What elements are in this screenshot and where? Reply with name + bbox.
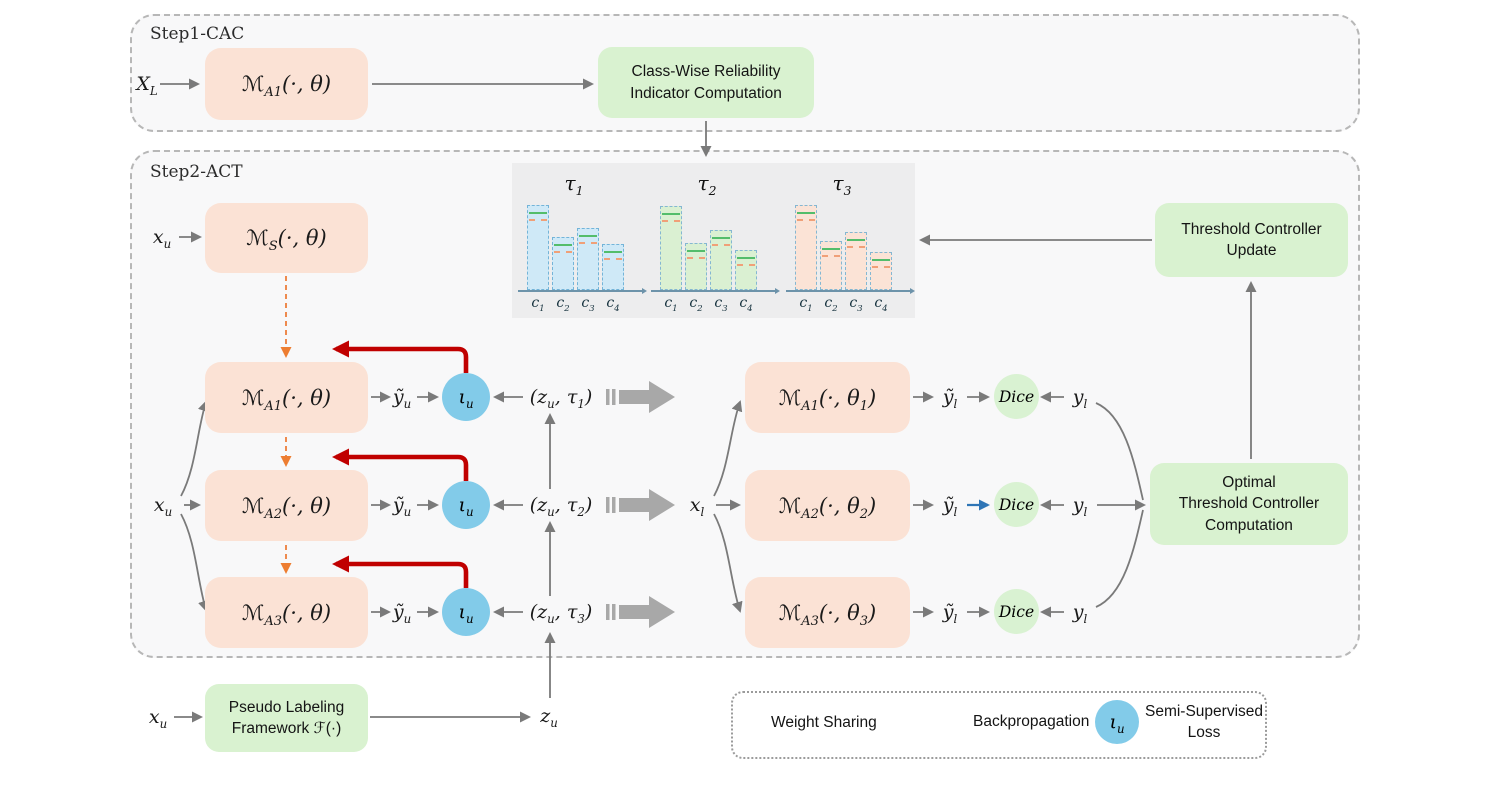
bar-c1 — [527, 205, 549, 290]
bar-c4 — [870, 252, 892, 290]
class-wise-reliability-box: Class-Wise Reliability Indicator Computa… — [598, 47, 814, 118]
chart-title: τ3 — [832, 171, 852, 198]
xl-input-label: XL — [136, 73, 158, 98]
student-model-box: ℳS(·, θ) — [205, 203, 368, 273]
bar-c2 — [552, 237, 574, 290]
pair-label-1: (zu, τ1) — [529, 386, 593, 411]
bar-c3 — [710, 230, 732, 290]
bar-c3 — [845, 232, 867, 290]
step1-label: Step1-CAC — [150, 24, 245, 44]
xu-unlabeled-label: xu — [153, 494, 173, 519]
pair-label-3: (zu, τ3) — [529, 601, 593, 626]
weight-sharing-label: Weight Sharing — [771, 714, 877, 731]
zu-label: zu — [540, 705, 558, 730]
chart-title: τ1 — [564, 171, 584, 198]
bar-c1 — [660, 206, 682, 290]
yl-label-3: yl — [1072, 601, 1088, 626]
loss-circle-3: ιu — [442, 588, 490, 636]
yl-label-1: yl — [1072, 386, 1088, 411]
legend-loss-circle: ιu — [1095, 700, 1139, 744]
bar-c4 — [735, 250, 757, 290]
chart-title: τ2 — [697, 171, 717, 198]
threshold-update-box: Threshold Controller Update — [1155, 203, 1348, 277]
optimal-threshold-box: Optimal Threshold Controller Computation — [1150, 463, 1348, 545]
legend-box — [731, 691, 1267, 759]
tick-label-c3: c3 — [714, 295, 728, 314]
model-box-ma2-theta2: ℳA2(·, θ2) — [745, 470, 910, 541]
pred-yu-label-1: ỹu — [392, 386, 412, 411]
model-box-ma1: ℳA1(·, θ) — [205, 362, 368, 433]
xu-student-label: xu — [152, 226, 172, 251]
dice-circle-2: Dice — [994, 482, 1039, 527]
tick-label-c2: c2 — [824, 295, 838, 314]
yl-label-2: yl — [1072, 494, 1088, 519]
pred-yl-label-1: ỹl — [942, 386, 958, 411]
pair-label-2: (zu, τ2) — [529, 494, 593, 519]
model-box-ma3-theta3: ℳA3(·, θ3) — [745, 577, 910, 648]
chart-x-axis — [651, 288, 780, 294]
bar-c4 — [602, 244, 624, 290]
pseudo-labeling-box: Pseudo Labeling Framework ℱ(·) — [205, 684, 368, 752]
loss-circle-1: ιu — [442, 373, 490, 421]
dice-circle-1: Dice — [994, 374, 1039, 419]
loss-circle-2: ιu — [442, 481, 490, 529]
backprop-label: Backpropagation — [973, 713, 1090, 730]
bar-c2 — [820, 241, 842, 290]
chart-x-axis — [518, 288, 647, 294]
xu-bottom-label: xu — [148, 706, 168, 731]
model-box-ma2: ℳA2(·, θ) — [205, 470, 368, 541]
tick-label-c1: c1 — [531, 295, 545, 314]
tick-label-c2: c2 — [689, 295, 703, 314]
xl-labeled-label: xl — [689, 494, 705, 519]
bar-c3 — [577, 228, 599, 290]
chart-panel: τ1 c1 c2 c3 c4 τ2 c1 c2 c3 c4 τ3 c1 c2 c3 c4 — [512, 163, 915, 318]
tick-label-c1: c1 — [799, 295, 813, 314]
step2-label: Step2-ACT — [150, 162, 243, 182]
bar-c2 — [685, 243, 707, 290]
step1-model-box: ℳA1(·, θ) — [205, 48, 368, 120]
tick-label-c3: c3 — [581, 295, 595, 314]
pred-yu-label-2: ỹu — [392, 494, 412, 519]
tick-label-c3: c3 — [849, 295, 863, 314]
dice-circle-3: Dice — [994, 589, 1039, 634]
model-box-ma1-theta1: ℳA1(·, θ1) — [745, 362, 910, 433]
pred-yu-label-3: ỹu — [392, 601, 412, 626]
tick-label-c4: c4 — [874, 295, 888, 314]
bar-c1 — [795, 205, 817, 290]
model-box-ma3: ℳA3(·, θ) — [205, 577, 368, 648]
tick-label-c4: c4 — [739, 295, 753, 314]
semi-supervised-label: Semi-Supervised Loss — [1144, 703, 1264, 741]
tick-label-c2: c2 — [556, 295, 570, 314]
tick-label-c4: c4 — [606, 295, 620, 314]
chart-x-axis — [786, 288, 915, 294]
pred-yl-label-3: ỹl — [942, 601, 958, 626]
tick-label-c1: c1 — [664, 295, 678, 314]
pred-yl-label-2: ỹl — [942, 494, 958, 519]
